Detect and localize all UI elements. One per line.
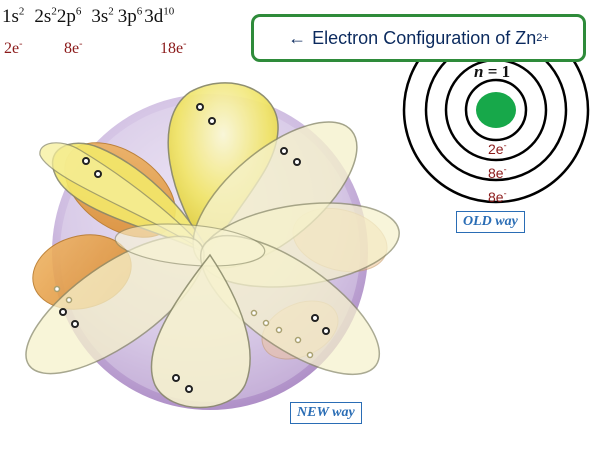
electron-dot <box>294 336 302 344</box>
shell-count-2: 8e- <box>64 38 83 57</box>
electron-dot <box>250 309 258 317</box>
bohr-count-3: 8e- <box>488 188 507 205</box>
left-arrow-icon: ← <box>288 27 307 48</box>
electron-dot <box>71 320 79 328</box>
d-orbitals <box>25 82 400 409</box>
orbital-2s2p: 2s22p6 <box>34 5 82 27</box>
electron-dot <box>306 351 314 359</box>
electron-dot <box>53 285 61 293</box>
electron-dot <box>94 170 102 178</box>
electron-dot <box>208 117 216 125</box>
shell-count-1: 2e- <box>4 38 23 57</box>
d-orbital-lobe-bottom <box>150 253 251 409</box>
orbital-3s: 3s2 <box>91 5 114 27</box>
electron-dot <box>59 308 67 316</box>
orbital-3d: 3d10 <box>144 5 175 27</box>
shell-count-3: 18e- <box>160 38 187 57</box>
new-way-label: NEW way <box>290 402 362 424</box>
electron-dot <box>82 157 90 165</box>
title-text: Electron Configuration of Zn <box>312 27 537 48</box>
electron-dot <box>293 158 301 166</box>
orbital-1s: 1s2 <box>2 5 25 27</box>
electron-dot <box>311 314 319 322</box>
electron-dot <box>196 103 204 111</box>
electron-dot <box>322 327 330 335</box>
bohr-count-2: 8e- <box>488 164 507 181</box>
nucleus <box>476 92 516 128</box>
electron-dot <box>280 147 288 155</box>
shell-number-label: n = 1 <box>474 62 511 81</box>
electron-dots <box>59 103 330 393</box>
electron-dots-faint <box>53 285 314 359</box>
old-way-label: OLD way <box>456 211 525 233</box>
d-orbital-ring <box>114 223 266 267</box>
electron-dot <box>262 319 270 327</box>
orbital-3p: 3p6 <box>117 5 143 27</box>
electron-dot <box>172 374 180 382</box>
electron-dot <box>275 326 283 334</box>
electron-dot <box>185 385 193 393</box>
bohr-count-1: 2e- <box>488 140 507 157</box>
electron-dot <box>65 296 73 304</box>
bohr-shell-1 <box>464 78 528 142</box>
